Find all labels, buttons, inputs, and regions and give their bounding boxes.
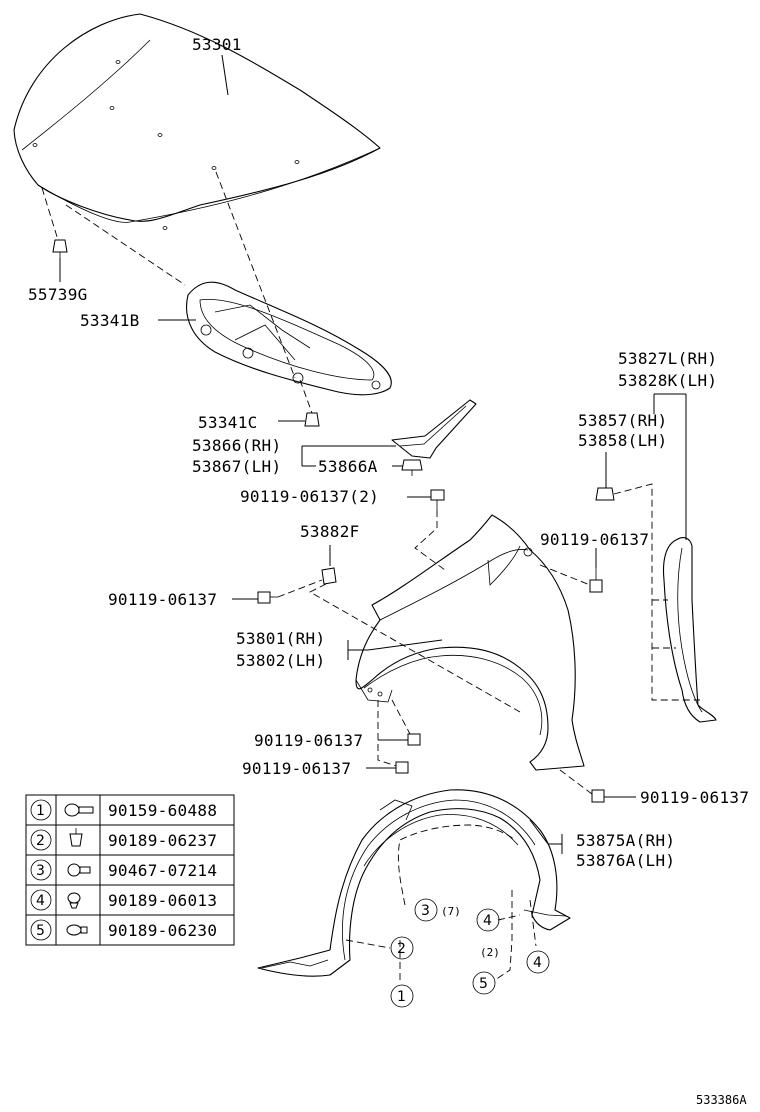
- bolt-left-part-number: 90119-06137: [108, 590, 217, 609]
- svg-text:4: 4: [483, 913, 492, 929]
- table-row-4-part: 90189-06013: [108, 891, 217, 910]
- bolt-lower-1-part-number: 90119-06137: [254, 731, 363, 750]
- diagram-id: 533386A: [696, 1093, 747, 1107]
- bolt-left-icon: [257, 591, 278, 604]
- bolt-lower-2-part-number: 90119-06137: [242, 759, 351, 778]
- insulator-clip-part-number: 53341C: [198, 413, 258, 432]
- liner-seal-lh-part-number: 53858(LH): [578, 431, 667, 450]
- hood-seal-part: [391, 399, 477, 459]
- splash-lh-part-number: 53876A(LH): [576, 851, 675, 870]
- table-row-3-part: 90467-07214: [108, 861, 217, 880]
- insulator-clip-icon: [304, 412, 320, 427]
- svg-text:1: 1: [397, 989, 406, 1005]
- plate-part: [321, 567, 337, 585]
- table-row-5-part: 90189-06230: [108, 921, 217, 940]
- splash-rh-part-number: 53875A(RH): [576, 831, 675, 850]
- fender-liner-part: [662, 537, 717, 723]
- table-row-2-part: 90189-06237: [108, 831, 217, 850]
- bolt-right-icon: [589, 568, 603, 593]
- hood-part: [13, 13, 381, 230]
- hood-insulator-part-number: 53341B: [80, 311, 140, 330]
- bolt-right-part-number: 90119-06137: [540, 530, 649, 549]
- hood-insulator-part: [186, 281, 392, 396]
- liner-rh-part-number: 53827L(RH): [618, 349, 717, 368]
- svg-text:5: 5: [479, 976, 488, 992]
- clip-oval-icon: [66, 924, 88, 936]
- table-row-2-num: 2: [36, 833, 45, 849]
- liner-seal-clip-icon: [595, 487, 615, 501]
- table-row-1-part: 90159-60488: [108, 801, 217, 820]
- liner-lh-part-number: 53828K(LH): [618, 371, 717, 390]
- splash-shield-part: [257, 789, 571, 977]
- seal-clip-icon: [401, 459, 423, 476]
- bolt-bottom-right-part-number: 90119-06137: [640, 788, 749, 807]
- bolt-top-icon: [430, 489, 445, 510]
- table-row-4-num: 4: [36, 893, 45, 909]
- callout-2: 2: [390, 936, 414, 960]
- qty-4: (2): [480, 946, 500, 959]
- svg-text:4: 4: [533, 955, 542, 971]
- clip-push-icon: [69, 828, 83, 847]
- svg-text:2: 2: [397, 941, 406, 957]
- fender-part: [355, 514, 585, 771]
- table-row-5-num: 5: [36, 923, 45, 939]
- clip-round-icon: [67, 892, 81, 909]
- callout-1: 1: [390, 984, 414, 1008]
- table-row-3-num: 3: [36, 863, 45, 879]
- hood-clip-part-number: 55739G: [28, 285, 88, 304]
- callout-3: 3: [414, 898, 438, 922]
- plate-part-number: 53882F: [300, 522, 360, 541]
- qty-3: (7): [441, 905, 461, 918]
- bolt-flange-icon: [64, 803, 94, 817]
- bolt-lower-1-icon: [407, 733, 421, 746]
- fastener-table: 1 2 3 4 5 90159-60488 90189-06237 90467-: [25, 794, 235, 946]
- bolt-lower-2-icon: [395, 761, 409, 774]
- screw-pan-icon: [67, 863, 91, 877]
- seal-lh-part-number: 53867(LH): [192, 457, 281, 476]
- bolt-bottom-right-icon: [591, 789, 605, 803]
- callout-5: 5: [472, 971, 496, 995]
- callout-4a: 4: [476, 908, 500, 932]
- hood-clip-icon: [52, 239, 68, 258]
- bolt-top-part-number: 90119-06137(2): [240, 487, 379, 506]
- svg-text:3: 3: [421, 903, 430, 919]
- table-row-1-num: 1: [36, 803, 45, 819]
- seal-clip-part-number: 53866A: [318, 457, 378, 476]
- fender-rh-part-number: 53801(RH): [236, 629, 325, 648]
- seal-rh-part-number: 53866(RH): [192, 436, 281, 455]
- hood-part-number: 53301: [192, 35, 242, 54]
- callout-4b: 4: [526, 950, 550, 974]
- fender-lh-part-number: 53802(LH): [236, 651, 325, 670]
- liner-seal-rh-part-number: 53857(RH): [578, 411, 667, 430]
- hood-leader: [221, 54, 229, 96]
